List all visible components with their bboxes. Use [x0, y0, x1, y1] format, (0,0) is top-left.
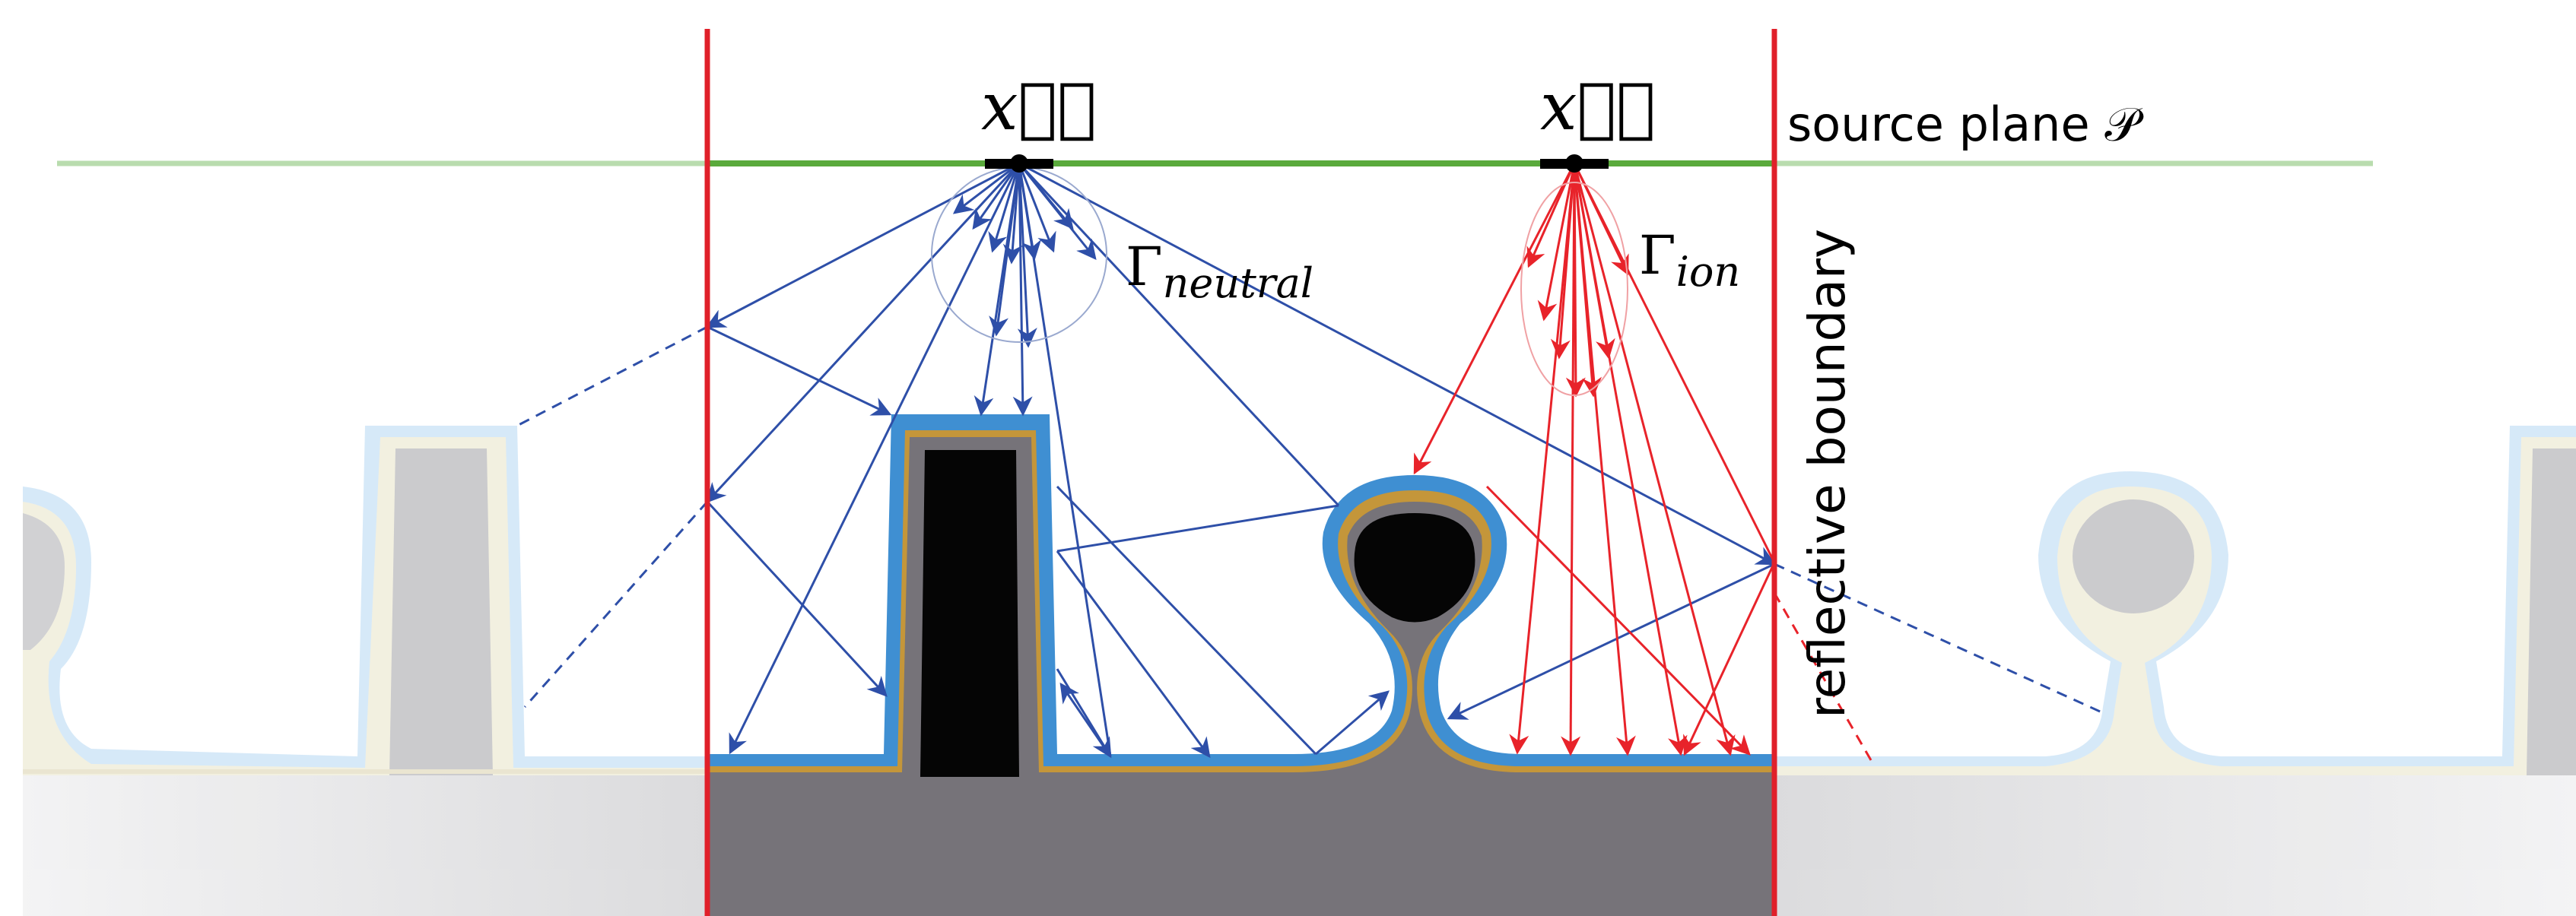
gamma-neutral-label: Γneutral — [1126, 236, 1313, 307]
dashed-rays — [516, 325, 2107, 716]
reflective-boundary-label: reflective boundary — [1798, 229, 1857, 718]
ion-distribution-envelope — [1520, 182, 1628, 396]
dashed-ion-ray — [1773, 592, 1872, 761]
ion-flux-rays — [1413, 163, 1776, 756]
source-position-label-right: x⃗𝒫 — [1540, 69, 1656, 145]
source-marker-right — [1540, 154, 1609, 173]
periodic-image-right — [1772, 426, 2576, 916]
gamma-ion-label: Γion — [1639, 224, 1740, 296]
mask-cap — [1354, 513, 1475, 623]
gamma-neutral-symbol: Γ — [1126, 236, 1163, 298]
neutral-flux-rays — [705, 162, 1777, 759]
gamma-ion-symbol: Γ — [1639, 224, 1676, 287]
source-plane-label: source plane 𝒫 — [1787, 97, 2144, 152]
source-position-label-left: x⃗𝒫 — [981, 69, 1097, 145]
gamma-ion-subscript: ion — [1676, 248, 1741, 296]
periodic-image-left — [23, 426, 707, 916]
substrate — [707, 775, 1774, 916]
source-marker-left — [985, 154, 1053, 173]
mask-pillar — [920, 450, 1019, 777]
domain-geometry — [707, 414, 1774, 916]
gamma-neutral-subscript: neutral — [1163, 259, 1314, 307]
